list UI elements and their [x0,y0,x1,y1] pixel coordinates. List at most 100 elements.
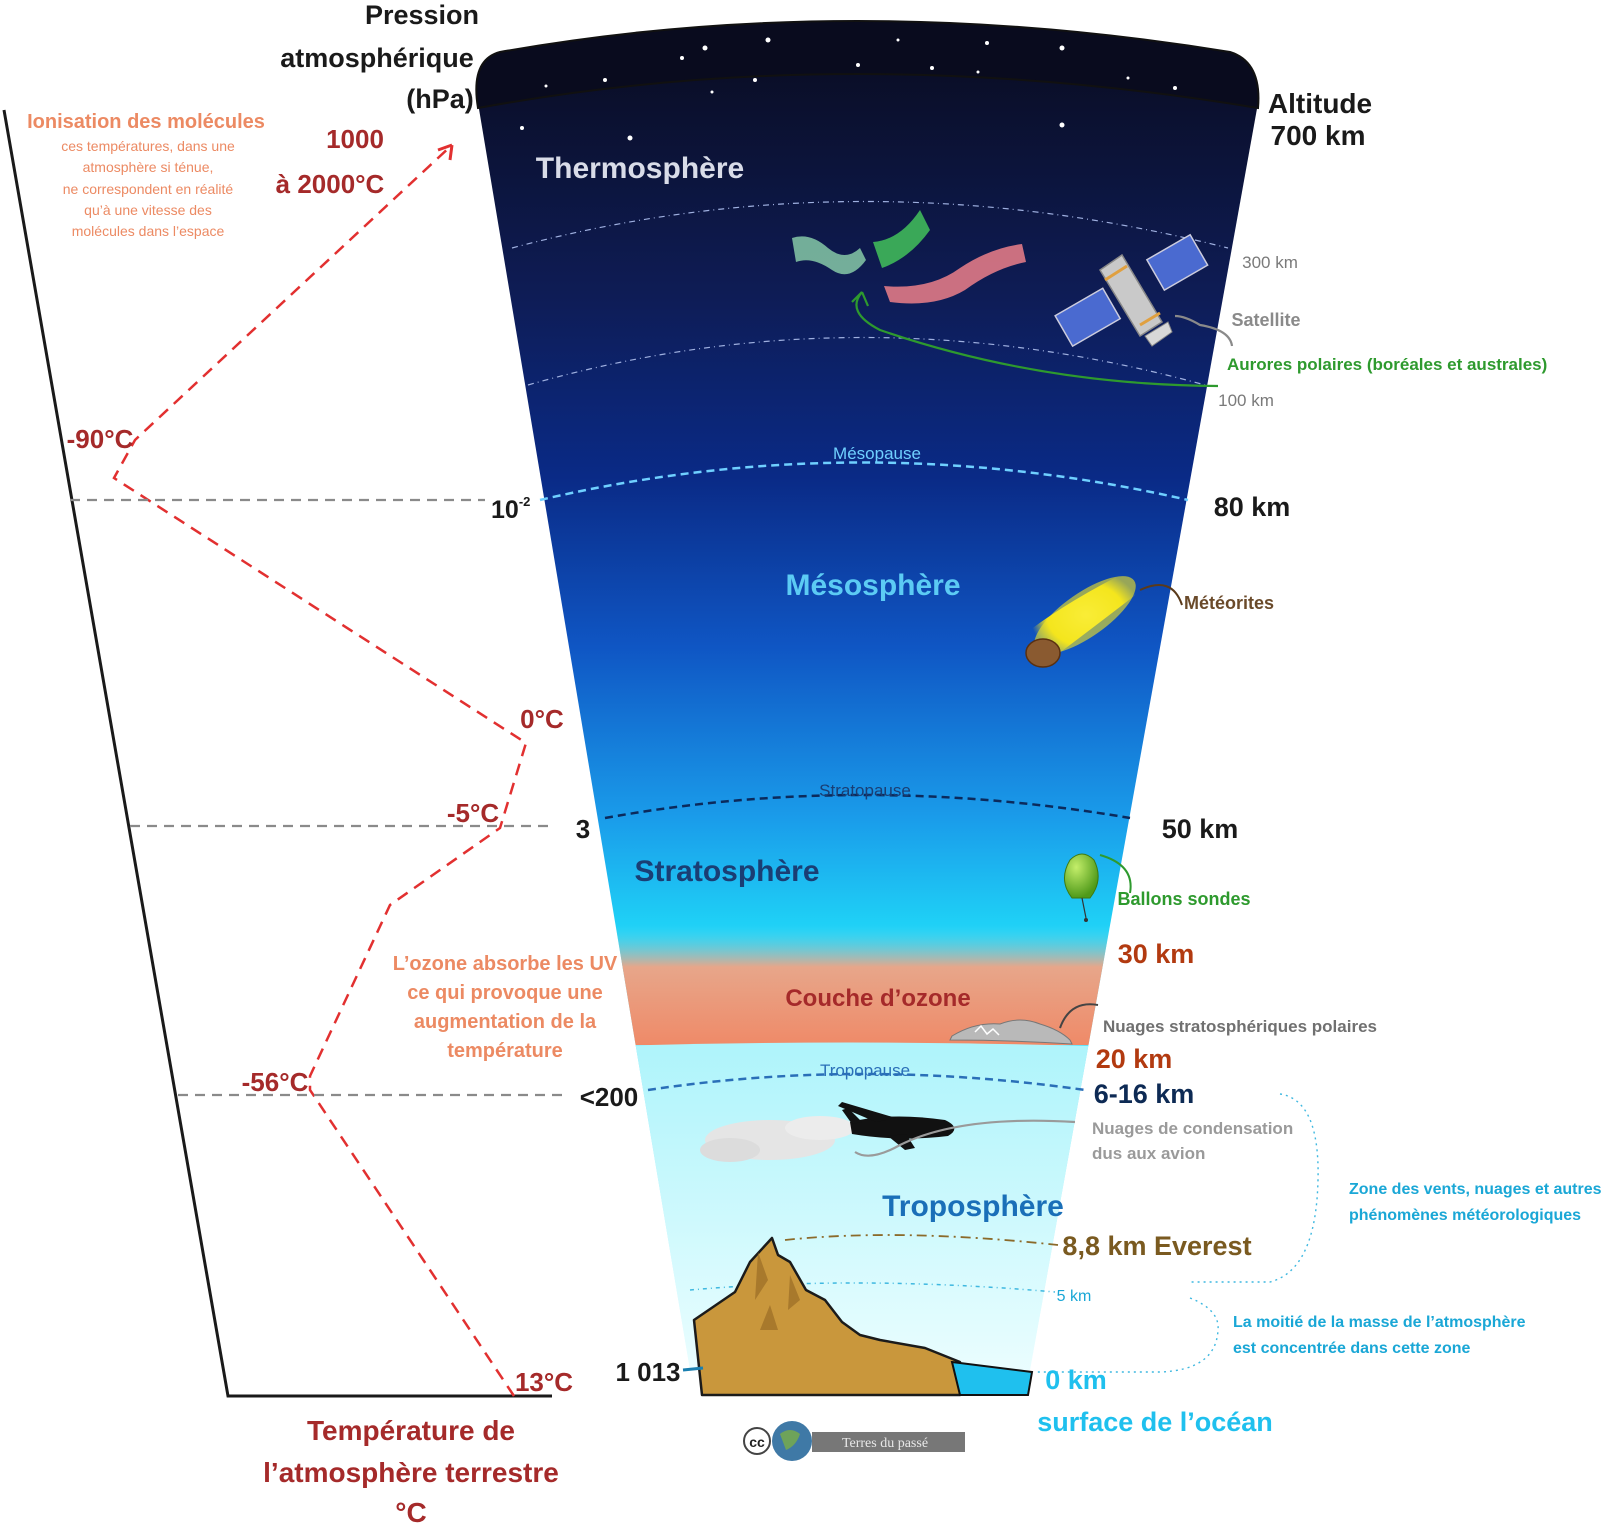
ionisation-title: Ionisation des molécules [27,111,265,133]
contrails-line-1: Nuages de condensation [1092,1119,1293,1138]
temperature-title-3: °C [395,1497,426,1526]
aurora-arrow [855,291,1219,388]
polar-cloud-arrow [1059,1003,1099,1029]
temperature-axis [2,109,565,1398]
altitude-300km: 300 km [1242,253,1298,272]
altitude-20km: 20 km [1096,1044,1173,1074]
airplane-contrail-icon [700,1102,955,1162]
cc-text: cc [749,1434,765,1450]
winds-line-2: phénomènes météorologiques [1349,1207,1581,1224]
altitude-80km: 80 km [1214,492,1291,522]
curve-100km [527,336,1206,386]
temp-stratopause-0: 0°C [520,704,564,734]
altitude-everest: 8,8 km Everest [1062,1231,1251,1261]
temp-stratopause-5: -5°C [447,798,500,828]
altitude-0km: 0 km [1045,1365,1107,1395]
altitude-50km: 50 km [1162,814,1239,844]
meteorites-label: Météorites [1184,593,1274,613]
aurora-icon [792,210,1026,304]
ionisation-line-1: ces températures, dans une [61,138,235,154]
ozone-line-1: L’ozone absorbe les UV [393,953,618,975]
ionisation-line-3: ne correspondent en réalité [63,181,234,197]
altitude-title: Altitude [1268,88,1372,119]
ionisation-line-4: qu’à une vitesse des [84,202,212,218]
stratopause-line [604,793,1131,820]
mass-zone-bracket [1035,1297,1219,1373]
balloon-arrow [1099,854,1132,894]
ionisation-line-5: molécules dans l’espace [72,223,225,239]
altitude-ocean-surface: surface de l’océan [1037,1407,1273,1437]
pressure-stratopause: 3 [576,814,590,844]
satellite-icon [1054,233,1209,348]
ocean [950,1360,1034,1396]
layer-thermosphere: Thermosphère [536,152,744,185]
mass-line-2: est concentrée dans cette zone [1233,1340,1471,1357]
cc-icon [743,1427,771,1455]
temp-top-2: à 2000°C [276,169,385,199]
ionisation-line-2: atmosphère si ténue, [83,159,214,175]
everest-line [784,1234,1059,1246]
layer-stratosphere: Stratosphère [634,855,819,888]
pressure-title-3: (hPa) [406,84,474,114]
weather-zone-bracket [1190,1093,1319,1283]
ozone-line-2: ce qui provoque une [407,982,603,1004]
satellite-label: Satellite [1231,310,1300,330]
stars [520,37,1177,141]
credit-site: Terres du passé [842,1436,928,1451]
ozone-note: L’ozone absorbe les UV ce qui provoque u… [393,953,618,1062]
layer-mesosphere: Mésosphère [785,569,960,602]
tropopause-line [647,1072,1086,1092]
mesopause-label: Mésopause [833,444,921,463]
balloon-icon [1064,853,1099,922]
temperature-arrowhead [437,143,454,161]
temp-mesopause: -90°C [67,424,134,454]
polar-clouds-icon [949,1019,1073,1045]
sea-level-tick [682,1366,704,1372]
satellite-arrow [1174,314,1234,347]
temperature-axis-line [2,109,552,1398]
aurora-arrowhead [851,291,870,307]
ionisation-note: Ionisation des molécules ces température… [27,111,265,239]
pressure-title-2: atmosphérique [280,43,474,73]
temperature-profile [112,144,528,1397]
ozone-line-3: augmentation de la [414,1011,597,1033]
pressure-mesopause: 10-2 [491,494,530,524]
meteor-icon [1025,570,1142,668]
mountain-shading [755,1252,800,1330]
temperature-title-2: l’atmosphère terrestre [263,1457,559,1488]
pressure-title-1: Pression [365,0,479,30]
layer-troposphere: Troposphère [882,1190,1064,1223]
ground [682,1236,1034,1397]
pressure-surface: 1 013 [615,1357,680,1387]
curve-5km [689,1282,1056,1293]
altitude-30km: 30 km [1118,939,1195,969]
ozone-line-4: température [447,1040,563,1062]
altitude-700km: 700 km [1271,120,1366,151]
credit-logo [743,1421,965,1461]
mass-line-1: La moitié de la masse de l’atmosphère [1233,1314,1526,1331]
contrails-line-2: dus aux avion [1092,1144,1205,1163]
balloons-label: Ballons sondes [1117,889,1250,909]
weather-note: Zone des vents, nuages et autres phénomè… [1349,1181,1602,1224]
layer-ozone: Couche d’ozone [785,985,970,1012]
temperature-title-1: Température de [307,1415,515,1446]
polar-clouds-label: Nuages stratosphériques polaires [1103,1017,1377,1036]
altitude-100km: 100 km [1218,391,1274,410]
winds-line-1: Zone des vents, nuages et autres [1349,1181,1602,1198]
altitude-5km: 5 km [1057,1288,1092,1305]
pressure-tropopause: <200 [580,1082,639,1112]
meteor-arrow [1139,584,1183,606]
mass-note: La moitié de la masse de l’atmosphère es… [1233,1314,1526,1357]
temp-surface: 13°C [515,1367,573,1397]
altitude-6-16km: 6-16 km [1094,1079,1195,1109]
mesopause-line [539,461,1189,502]
temp-top-1: 1000 [326,124,384,154]
tropopause-label: Tropopause [820,1061,910,1080]
stratopause-label: Stratopause [819,781,911,800]
credit-banner [812,1432,965,1452]
aurora-label: Aurores polaires (boréales et australes) [1227,355,1547,374]
temp-tropopause: -56°C [242,1067,309,1097]
contrail-arrow [854,1119,1076,1157]
space-dome [475,20,1260,110]
